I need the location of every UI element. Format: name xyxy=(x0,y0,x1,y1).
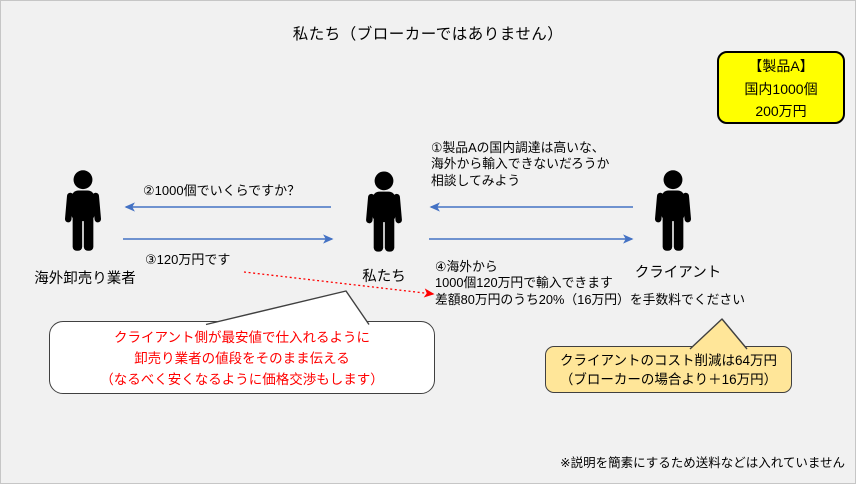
callout-right-line-2: （ブローカーの場合より＋16万円） xyxy=(559,372,778,387)
person-icon-us xyxy=(366,171,402,252)
callout-left-tail xyxy=(205,290,370,326)
actor-label-wholesaler: 海外卸売り業者 xyxy=(34,271,136,287)
message-1-line-3: 相談してみよう xyxy=(431,172,521,188)
person-icon-wholesaler xyxy=(64,170,102,251)
product-box-line-3: 200万円 xyxy=(755,103,807,119)
callout-left-line-3: （なるべく安くなるように価格交渉もします） xyxy=(100,372,384,387)
message-1-text: ①製品Aの国内調達は高いな、 海外から輸入できないだろうか 相談してみよう xyxy=(431,140,609,189)
message-3-text: ③120万円です xyxy=(145,252,231,267)
message-1-line-1: ①製品Aの国内調達は高いな、 xyxy=(431,140,605,155)
footnote: ※説明を簡素にするため送料などは入れていません xyxy=(560,456,845,470)
actor-label-client: クライアント xyxy=(634,265,722,281)
message-4-text: ④海外から 1000個120万円で輸入できます 差額80万円のうち20%（16万… xyxy=(435,259,745,308)
slide-title: 私たち（ブローカーではありません） xyxy=(292,26,564,43)
message-4-line-2: 1000個120万円で輸入できます xyxy=(435,275,613,291)
person-icon-client xyxy=(654,170,692,251)
message-1-line-2: 海外から輸入できないだろうか xyxy=(431,156,610,172)
callout-left-line-1: クライアント側が最安値で仕入れるように xyxy=(114,330,370,345)
message-4-line-1: ④海外から xyxy=(435,259,498,274)
callout-left-line-2: 卸売り業者の値段をそのまま伝える xyxy=(134,351,350,366)
message-2-text: ②1000個でいくらですか？ xyxy=(143,183,301,198)
message-4-line-3: 差額80万円のうち20%（16万円）を手数料でください xyxy=(435,291,746,307)
callout-right-line-1: クライアントのコスト削減は64万円 xyxy=(560,353,777,368)
actor-label-us: 私たち xyxy=(362,269,406,285)
product-info-box: 【製品A】 国内1000個 200万円 xyxy=(717,51,845,124)
callout-pricing-policy: クライアント側が最安値で仕入れるように 卸売り業者の値段をそのまま伝える （なる… xyxy=(49,321,435,394)
product-box-line-2: 国内1000個 xyxy=(744,80,818,97)
product-box-line-1: 【製品A】 xyxy=(748,58,814,74)
callout-right-tail xyxy=(689,318,748,350)
callout-cost-saving: クライアントのコスト削減は64万円 （ブローカーの場合より＋16万円） xyxy=(545,346,792,393)
